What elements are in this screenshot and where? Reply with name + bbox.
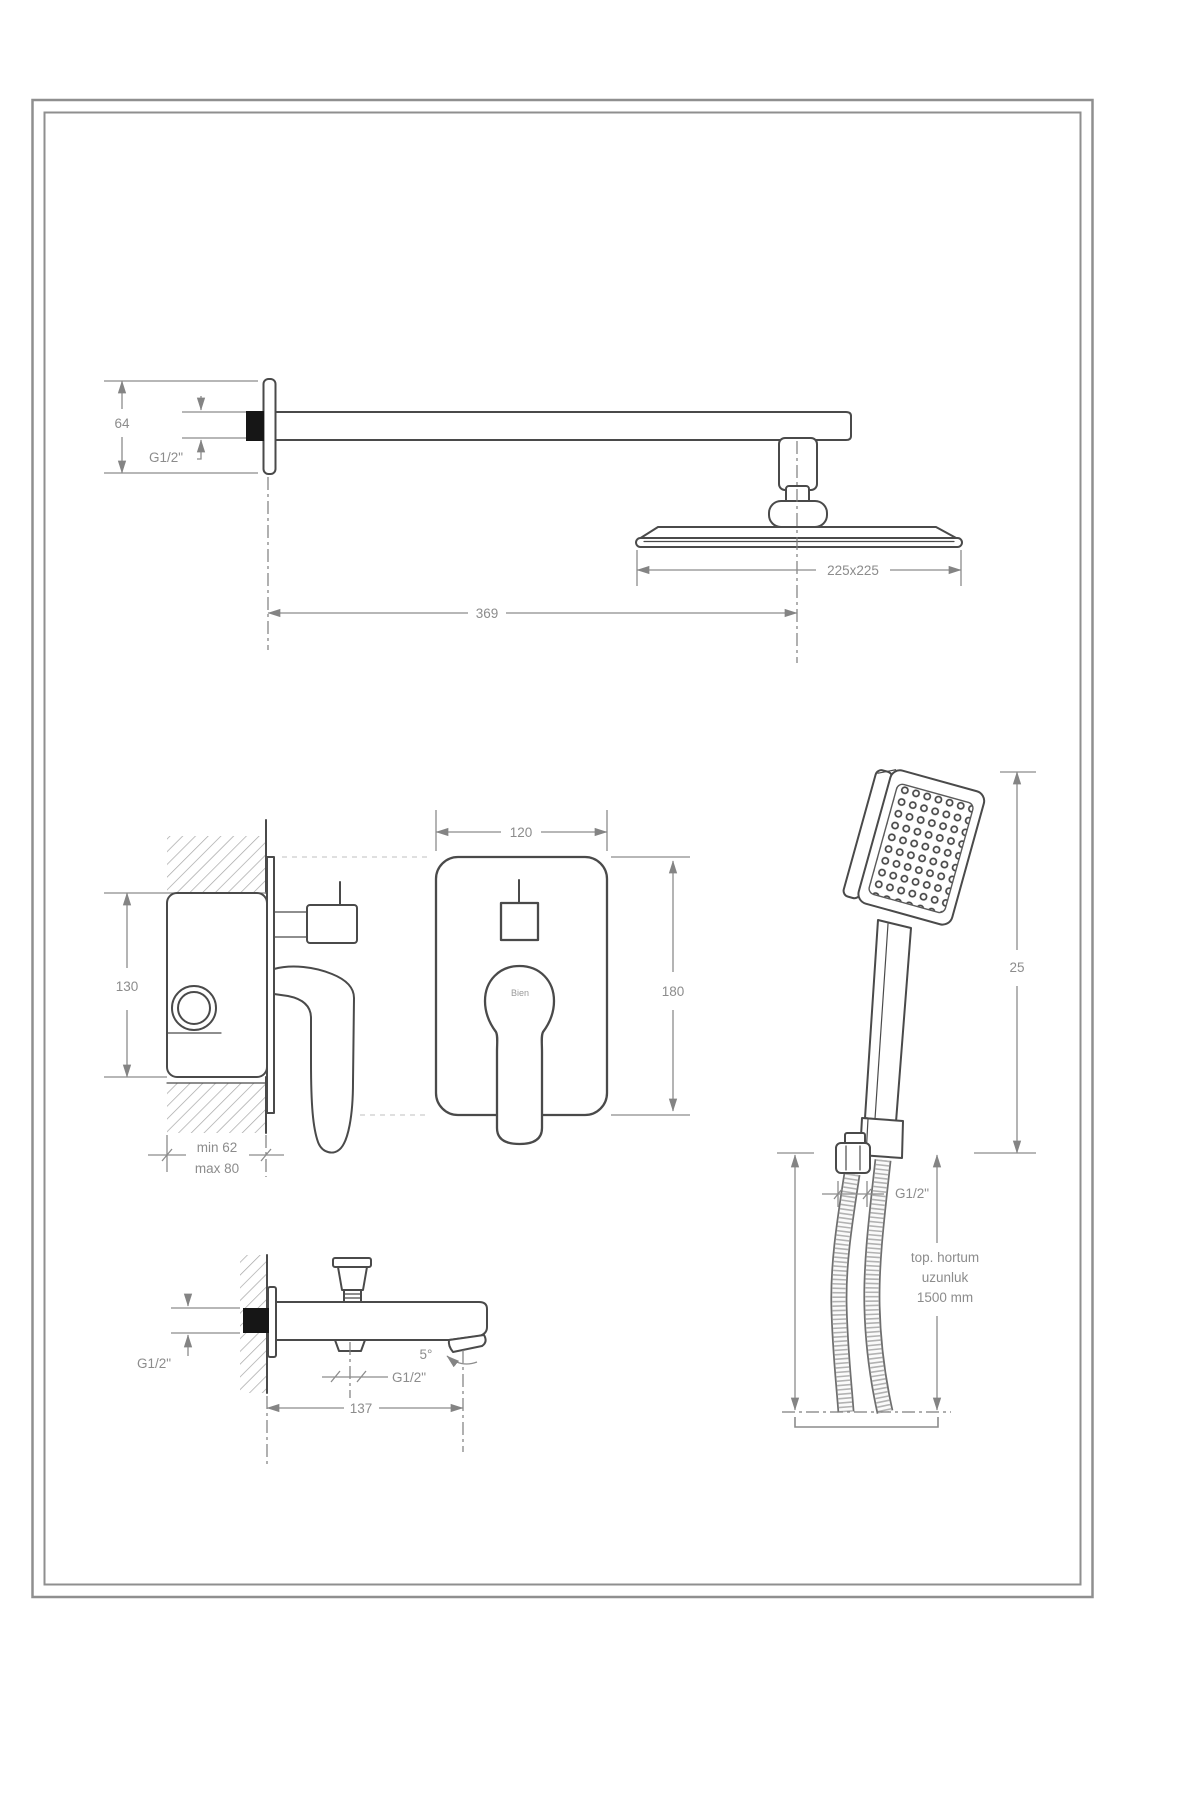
dim-label-flange-height: 64	[114, 416, 130, 431]
head-bevel-line	[877, 769, 897, 774]
dim-label-arm-thread: G1/2"	[149, 450, 183, 465]
hand-shower-view: 25 G1/2" top. hortum uzunluk 1500 mm	[777, 769, 1036, 1428]
dim-label-plate-height: 180	[662, 984, 685, 999]
dim-label-valve-height: 130	[116, 979, 139, 994]
threaded-connector	[246, 411, 264, 441]
spout-flange	[267, 1286, 277, 1358]
hose-hex-nut	[835, 1142, 871, 1174]
inner-frame	[43, 111, 1082, 1586]
dim-label-hose-thread: G1/2"	[895, 1186, 929, 1201]
wall-hatch-upper	[167, 836, 266, 893]
trim-plate-edge	[266, 856, 275, 1114]
arm-connector	[778, 437, 818, 491]
group-bracket	[794, 1417, 939, 1428]
dim-label-plate-width: 120	[510, 825, 533, 840]
dim-label-depth-max: max 80	[195, 1161, 239, 1176]
dim-label-arm-reach: 369	[476, 606, 499, 621]
hose-left-braid	[832, 1172, 859, 1413]
knob-connection-lines	[273, 911, 308, 938]
dim-label-head-size: 225x225	[827, 563, 879, 578]
hose-right-braid	[865, 1159, 892, 1414]
spray-nozzle-grid	[868, 783, 974, 914]
mixer-valve-side-view: 130 min 62 max 80	[104, 819, 358, 1177]
mixer-front-view: 120 180 Bien	[282, 810, 690, 1146]
rain-head-rim	[635, 537, 963, 548]
dim-label-outlet-thread: G1/2"	[392, 1370, 426, 1385]
hand-shower-handle	[864, 919, 912, 1123]
ext-line	[171, 1307, 240, 1334]
valve-body	[166, 892, 268, 1078]
handle-edge-line	[874, 923, 889, 1120]
dim-label-spout-angle: 5°	[420, 1347, 433, 1362]
spout-threaded-connector	[243, 1308, 269, 1333]
dim-tick	[833, 1188, 872, 1200]
hose-note-line1: top. hortum	[911, 1250, 979, 1265]
spout-tip-lip	[447, 1334, 487, 1353]
diverter-neck-ridges	[343, 1293, 362, 1299]
hose-note-line3: 1500 mm	[917, 1290, 973, 1305]
diverter-knob-side	[306, 904, 358, 944]
outer-frame	[31, 98, 1094, 1599]
leader-line	[197, 454, 202, 460]
brand-mark: Bien	[511, 988, 529, 998]
dim-tick	[330, 1370, 367, 1383]
spout-body	[275, 1301, 488, 1341]
diverter-knob-front	[499, 901, 540, 942]
head-top-edge	[638, 526, 959, 540]
wall-hatch-lower	[167, 1083, 266, 1133]
dim-label-depth-min: min 62	[197, 1140, 238, 1155]
hand-shower-head	[842, 769, 986, 926]
dim-label-spout-wall-thread: G1/2"	[137, 1356, 171, 1371]
diverter-body	[337, 1266, 368, 1291]
mixer-handle-front	[483, 964, 556, 1146]
overhead-shower-arm-view: 64 G1/2" 225x225 369	[104, 378, 963, 663]
dim-label-handshower-length: 25	[1009, 960, 1024, 975]
pipe-port-inner	[177, 991, 211, 1025]
diverter-neck	[343, 1289, 362, 1303]
hex-nut-facets	[845, 1145, 861, 1171]
mixer-handle-side	[273, 965, 355, 1154]
wall-flange	[262, 378, 277, 475]
dim-label-spout-length: 137	[350, 1401, 373, 1416]
hose-note-line2: uzunluk	[922, 1270, 969, 1285]
ball-joint	[768, 500, 828, 528]
ext-line	[611, 856, 690, 1116]
shower-arm	[274, 411, 852, 441]
angle-arc	[446, 1355, 478, 1368]
bath-spout-view: G1/2" G1/2" 5° 137	[137, 1254, 488, 1468]
dim-tick	[161, 1148, 272, 1162]
diverter-cap	[332, 1257, 372, 1268]
